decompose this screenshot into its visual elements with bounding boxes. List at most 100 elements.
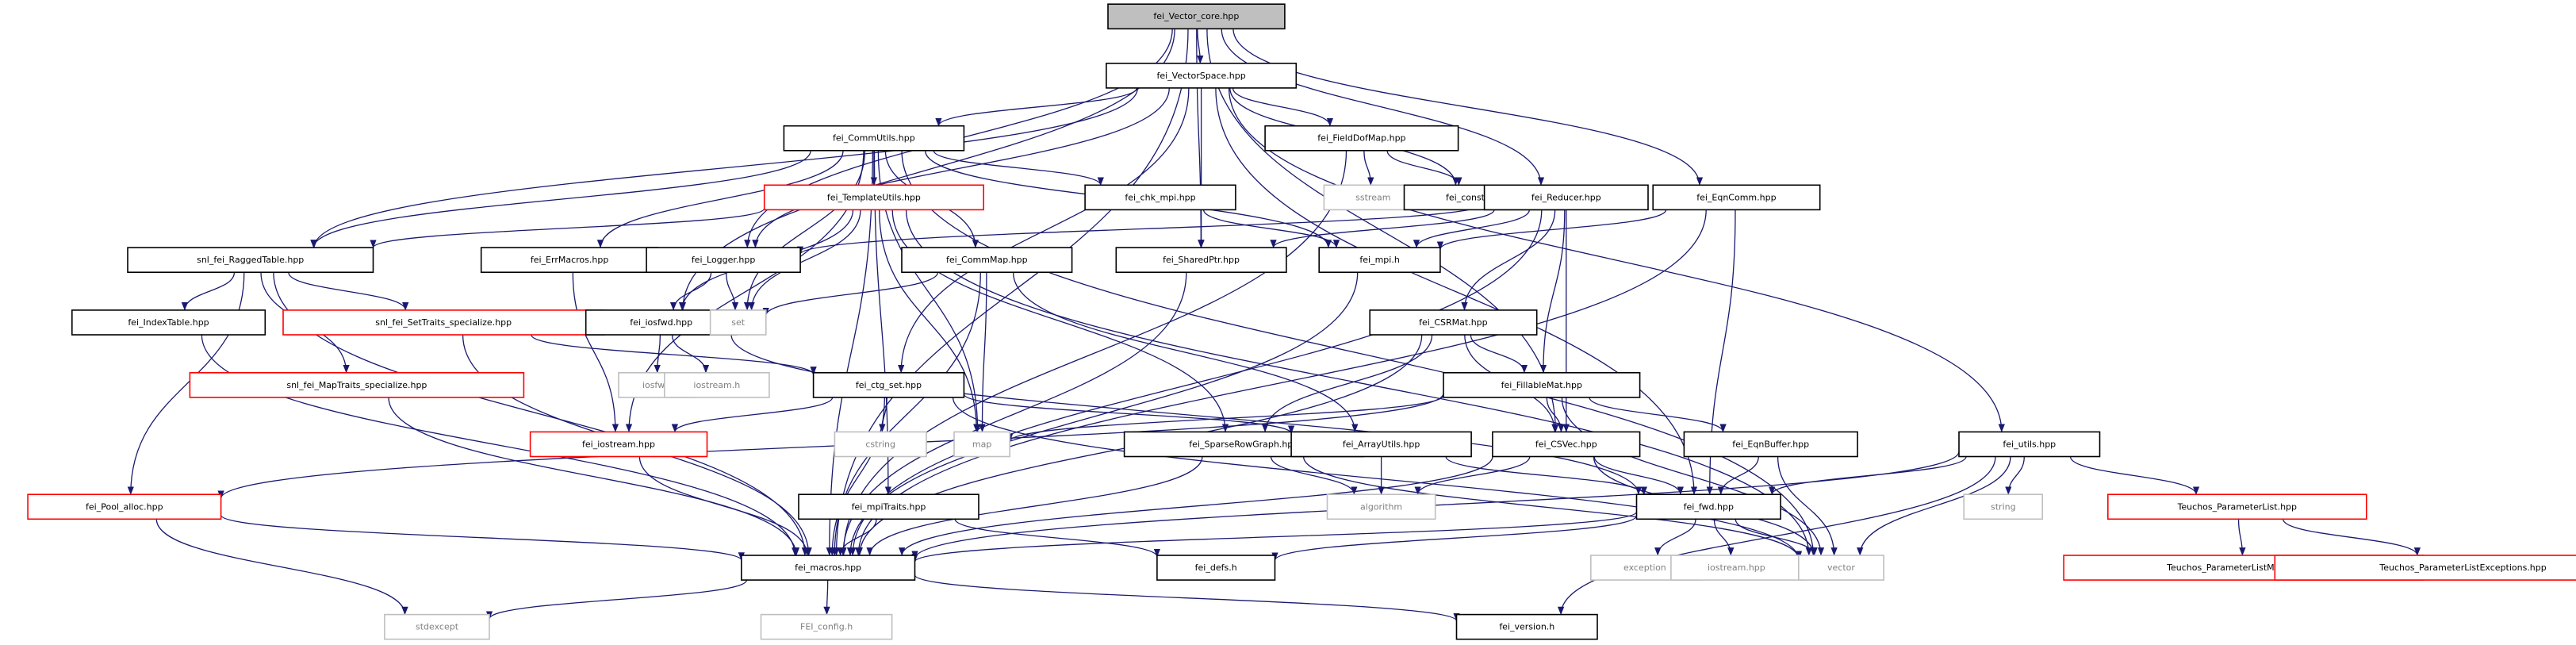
edge-vector_core-to-vectorspace — [1197, 29, 1204, 64]
node-utils[interactable]: fei_utils.hpp — [1958, 431, 2101, 458]
node-iosfwd-label: fei_iosfwd.hpp — [630, 317, 692, 328]
edge-raggedtable-to-indextable — [181, 272, 236, 311]
edge-commutils-to-raggedtable — [310, 150, 811, 248]
node-vector_core[interactable]: fei_Vector_core.hpp — [1107, 3, 1286, 30]
node-settraits[interactable]: snl_fei_SetTraits_specialize.hpp — [282, 309, 605, 336]
node-settraits-label: snl_fei_SetTraits_specialize.hpp — [375, 317, 512, 328]
edge-ctg_set-to-macros — [829, 397, 885, 556]
edge-templateutils-to-raggedtable — [370, 208, 765, 248]
edge-reducer-to-csrmat — [1461, 209, 1556, 311]
node-fillablemat[interactable]: fei_FillableMat.hpp — [1443, 371, 1641, 398]
edge-eqncomm-to-mpi — [1436, 209, 1667, 250]
edge-errmacros-to-fei_iostream — [572, 272, 619, 432]
node-vector: vector — [1798, 555, 1884, 581]
node-set-label: set — [731, 317, 745, 328]
node-fwd[interactable]: fei_fwd.hpp — [1635, 493, 1781, 520]
edge-vectorspace-to-utils — [1228, 87, 2005, 432]
node-vectorspace[interactable]: fei_VectorSpace.hpp — [1106, 63, 1298, 89]
node-string-label: string — [1991, 501, 2016, 512]
node-eqncomm-box — [1652, 184, 1821, 211]
node-vectorspace-label: fei_VectorSpace.hpp — [1156, 71, 1245, 81]
edge-templateutils-to-set — [748, 209, 861, 311]
edge-iosfwd-to-iosfwd_sys — [654, 335, 661, 374]
node-raggedtable[interactable]: snl_fei_RaggedTable.hpp — [127, 247, 374, 274]
edge-maptraits-to-macros — [388, 397, 800, 556]
node-ctg_set-box — [812, 371, 965, 398]
edge-reducer-to-sharedptr — [1270, 209, 1495, 248]
node-version[interactable]: fei_version.h — [1455, 613, 1598, 640]
node-logger[interactable]: fei_Logger.hpp — [646, 247, 801, 274]
node-pool_alloc-box — [27, 493, 222, 520]
edge-utils-to-string — [2005, 456, 2025, 495]
node-templateutils-label: fei_TemplateUtils.hpp — [827, 192, 921, 202]
node-defs[interactable]: fei_defs.h — [1156, 555, 1276, 581]
node-chk_mpi[interactable]: fei_chk_mpi.hpp — [1084, 184, 1236, 211]
edge-vector_core-to-csvec — [1206, 29, 1559, 432]
node-iostream_h: iostream.h — [663, 371, 770, 398]
edge-templateutils-to-sparserowgraph — [891, 209, 1229, 432]
edge-fielddofmap-to-sstream — [1363, 150, 1374, 186]
node-chk_mpi-label: fei_chk_mpi.hpp — [1125, 192, 1195, 202]
edge-mpitraits-to-defs — [954, 519, 1160, 558]
node-commutils-box — [783, 125, 965, 152]
node-commutils[interactable]: fei_CommUtils.hpp — [783, 125, 965, 152]
node-fwd-box — [1635, 493, 1781, 520]
edge-utils-to-macros — [911, 451, 1960, 559]
node-sharedptr[interactable]: fei_SharedPtr.hpp — [1115, 247, 1287, 274]
node-pool_alloc[interactable]: fei_Pool_alloc.hpp — [27, 493, 222, 520]
node-string: string — [1963, 493, 2043, 520]
node-commmap[interactable]: fei_CommMap.hpp — [901, 247, 1073, 274]
edge-eqnbuffer-to-vector — [1777, 456, 1838, 556]
node-eqnbuffer-box — [1683, 431, 1858, 458]
node-eqnbuffer[interactable]: fei_EqnBuffer.hpp — [1683, 431, 1858, 458]
node-eqncomm[interactable]: fei_EqnComm.hpp — [1652, 184, 1821, 211]
edge-commutils-to-vector — [901, 150, 1817, 556]
node-fei_config-label: FEI_config.h — [800, 622, 853, 632]
node-vector-box — [1798, 555, 1884, 581]
node-teuchos_ple-box — [2274, 555, 2576, 581]
node-set: set — [709, 309, 767, 336]
edge-macros-to-version — [914, 574, 1460, 622]
node-maptraits[interactable]: snl_fei_MapTraits_specialize.hpp — [189, 371, 525, 398]
node-mpi[interactable]: fei_mpi.h — [1318, 247, 1441, 274]
node-csrmat-label: fei_CSRMat.hpp — [1419, 317, 1487, 328]
node-chk_mpi-box — [1084, 184, 1236, 211]
node-templateutils-box — [763, 184, 985, 211]
edge-vectorspace-to-logger — [752, 87, 1170, 248]
node-csvec-label: fei_CSVec.hpp — [1535, 440, 1597, 450]
node-commmap-label: fei_CommMap.hpp — [946, 255, 1028, 265]
node-commutils-label: fei_CommUtils.hpp — [833, 133, 915, 144]
node-algorithm: algorithm — [1326, 493, 1436, 520]
node-vector_core-box — [1107, 3, 1286, 30]
node-teuchos_ple[interactable]: Teuchos_ParameterListExceptions.hpp — [2274, 555, 2576, 581]
node-macros[interactable]: fei_macros.hpp — [740, 555, 916, 581]
node-stdexcept-label: stdexcept — [416, 622, 459, 632]
node-csrmat[interactable]: fei_CSRMat.hpp — [1369, 309, 1538, 336]
node-fielddofmap[interactable]: fei_FieldDofMap.hpp — [1264, 125, 1459, 152]
node-indextable[interactable]: fei_IndexTable.hpp — [71, 309, 266, 336]
edge-teuchos_pl-to-teuchos_ple — [2282, 519, 2421, 556]
node-arrayutils[interactable]: fei_ArrayUtils.hpp — [1290, 431, 1472, 458]
node-utils-box — [1958, 431, 2101, 458]
edge-fwd-to-exception — [1654, 519, 1696, 556]
node-reducer[interactable]: fei_Reducer.hpp — [1483, 184, 1649, 211]
node-algorithm-label: algorithm — [1360, 501, 1402, 512]
node-teuchos_pl[interactable]: Teuchos_ParameterList.hpp — [2107, 493, 2367, 520]
node-mpi-label: fei_mpi.h — [1359, 255, 1399, 265]
node-iostream_h-box — [663, 371, 770, 398]
node-pool_alloc-label: fei_Pool_alloc.hpp — [86, 501, 163, 512]
edge-logger-to-iosfwd — [669, 272, 712, 311]
node-fei_iostream[interactable]: fei_iostream.hpp — [529, 431, 708, 458]
edge-vectorspace-to-ctg_set — [898, 87, 1190, 374]
node-ctg_set[interactable]: fei_ctg_set.hpp — [812, 371, 965, 398]
node-templateutils[interactable]: fei_TemplateUtils.hpp — [763, 184, 985, 211]
node-csvec-box — [1492, 431, 1641, 458]
node-vector_core-label: fei_Vector_core.hpp — [1153, 11, 1239, 21]
node-sstream-label: sstream — [1355, 192, 1390, 202]
node-mpitraits[interactable]: fei_mpiTraits.hpp — [798, 493, 979, 520]
node-errmacros[interactable]: fei_ErrMacros.hpp — [480, 247, 659, 274]
node-csvec[interactable]: fei_CSVec.hpp — [1492, 431, 1641, 458]
node-arrayutils-box — [1290, 431, 1472, 458]
node-teuchos_ple-label: Teuchos_ParameterListExceptions.hpp — [2379, 562, 2546, 573]
